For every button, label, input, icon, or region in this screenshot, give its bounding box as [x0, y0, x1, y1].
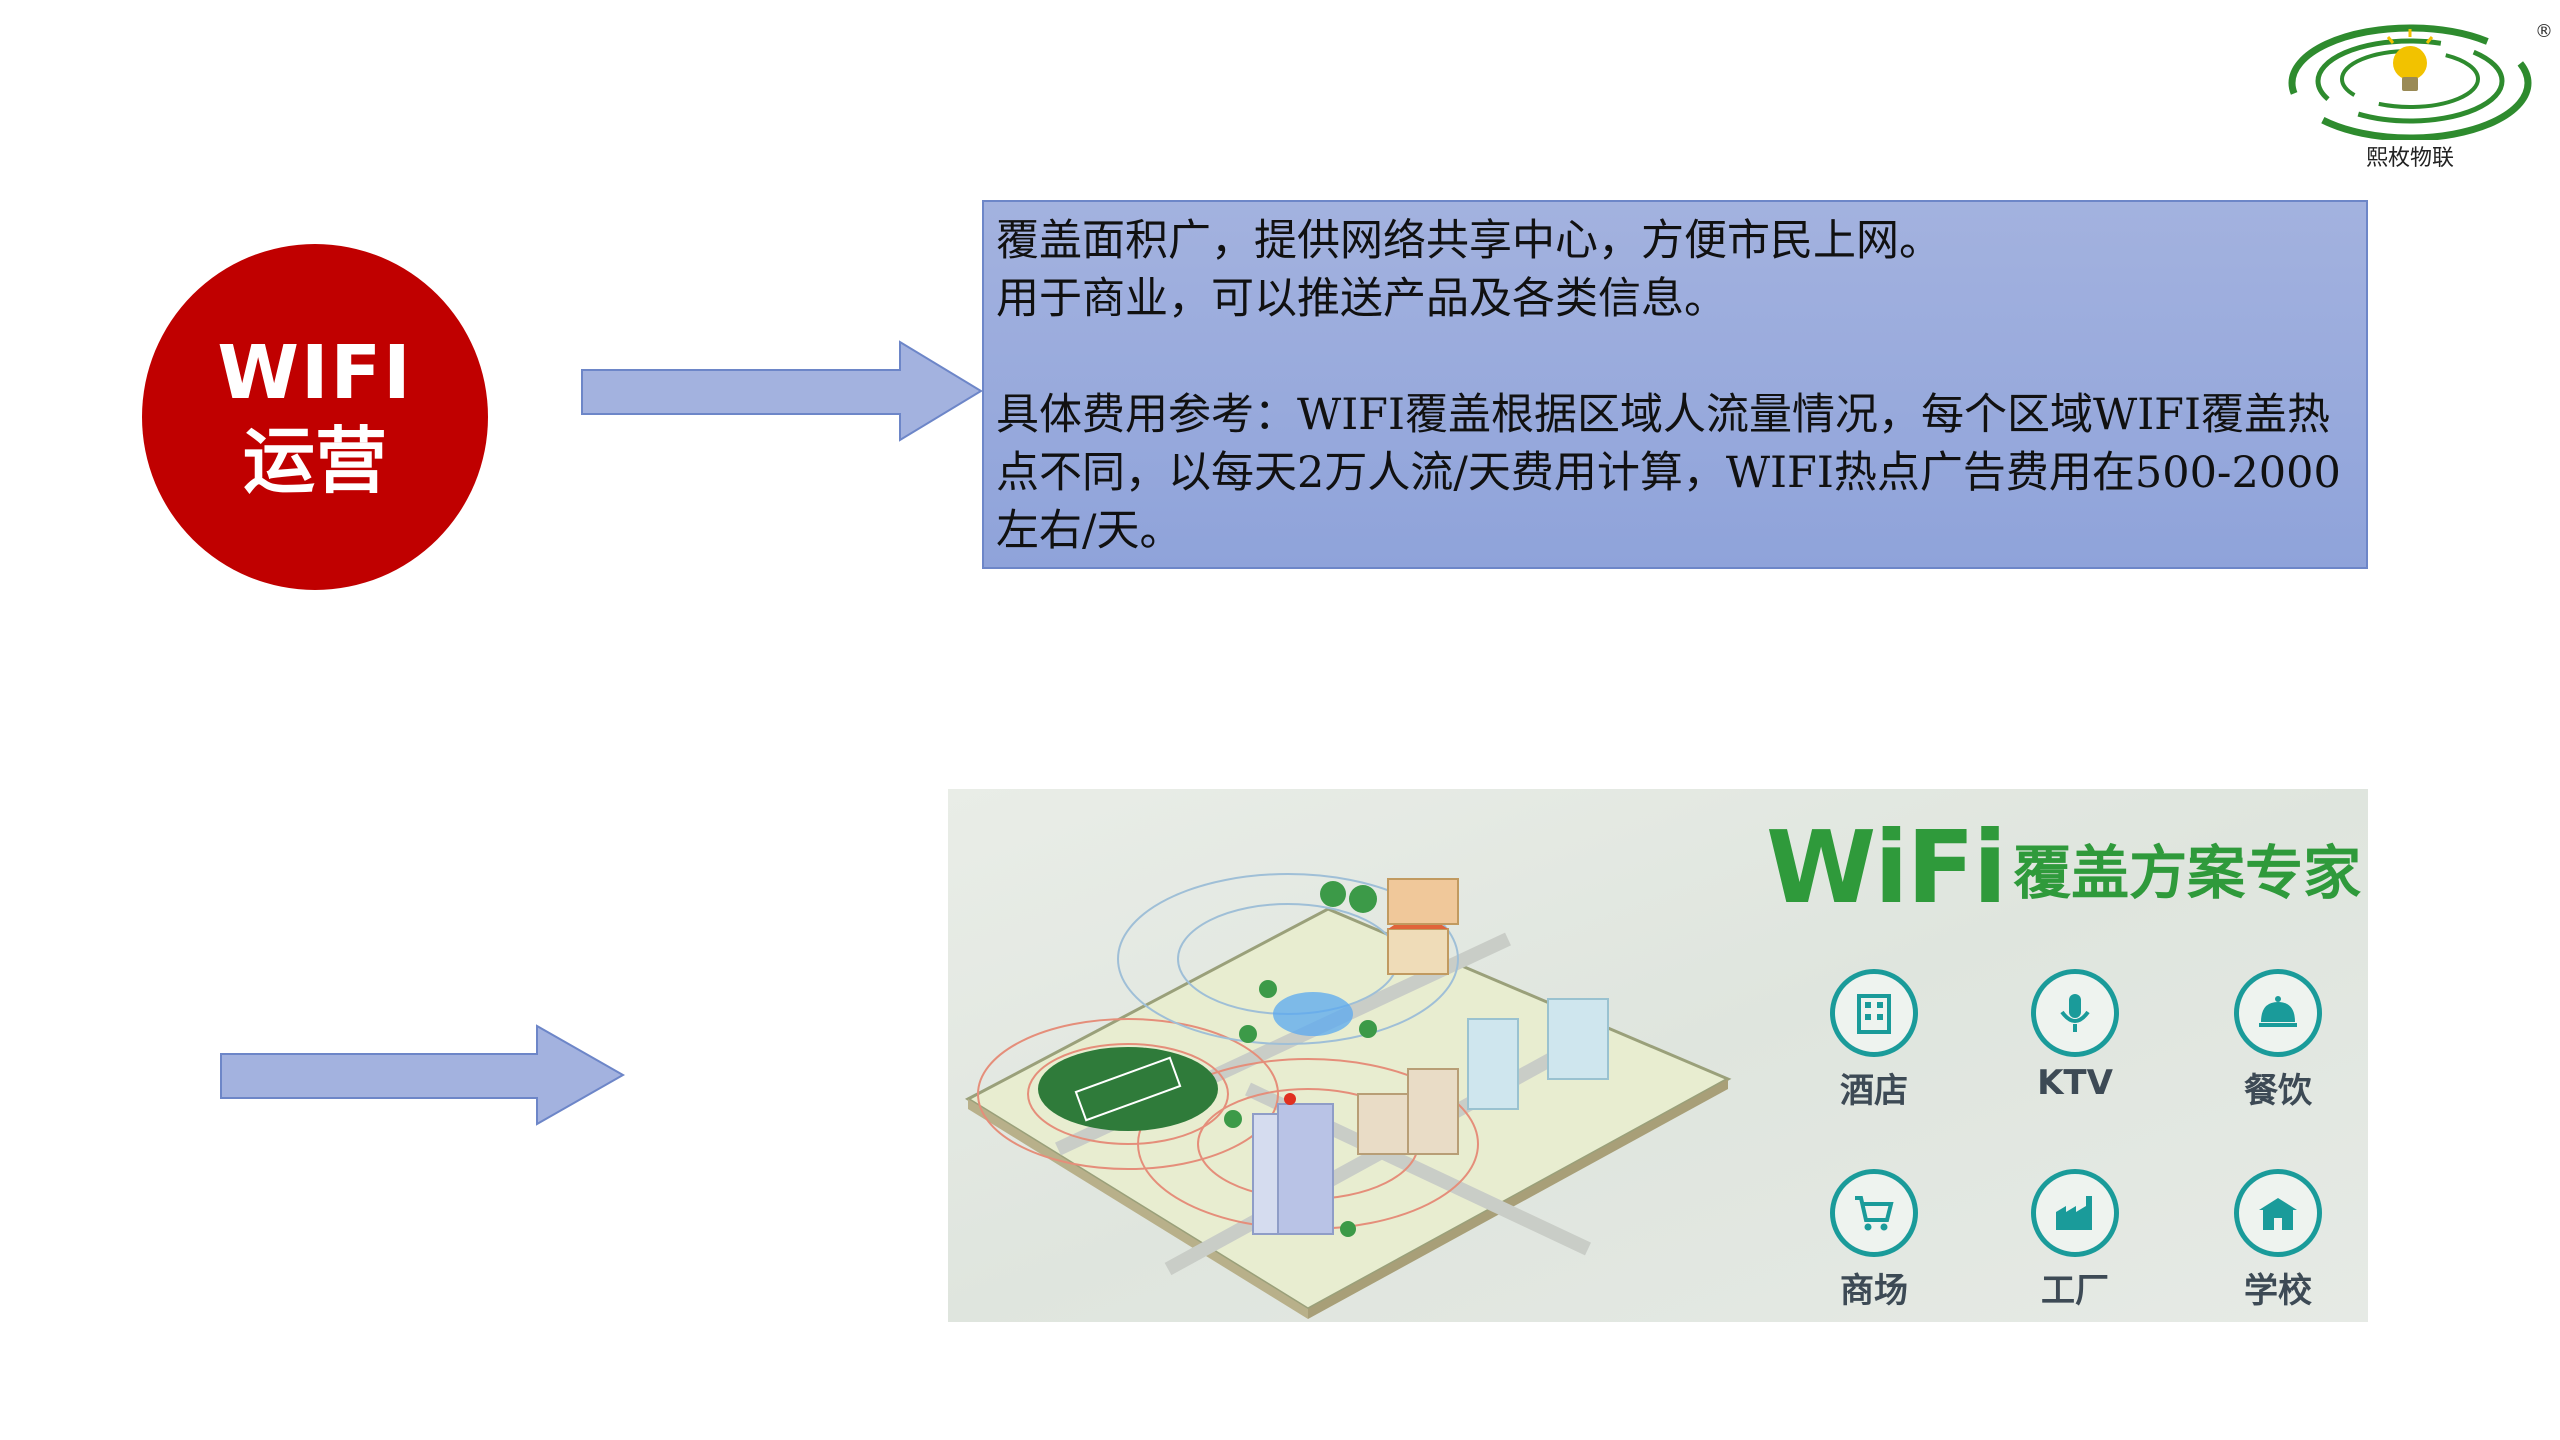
city-coverage-illustration [964, 873, 1732, 1319]
category-hotel: 酒店 [1809, 969, 1939, 1112]
hotel-icon [1830, 969, 1918, 1057]
logo-mark-icon [2288, 24, 2532, 140]
category-label: KTV [2037, 1063, 2113, 1103]
category-label: 餐饮 [2244, 1071, 2312, 1111]
arrow-right-icon [581, 340, 983, 442]
category-dining: 餐饮 [2213, 969, 2343, 1112]
wifi-description-box: 覆盖面积广，提供网络共享中心，方便市民上网。 用于商业，可以推送产品及各类信息。… [982, 200, 2368, 569]
category-school: 学校 [2213, 1169, 2343, 1312]
category-mall: 商场 [1809, 1169, 1939, 1312]
panel-subtitle: 覆盖方案专家 [2013, 838, 2362, 907]
category-label: 商场 [1840, 1271, 1908, 1311]
arrow-right-icon [220, 1024, 626, 1126]
category-label: 酒店 [1840, 1071, 1908, 1111]
badge-line-1: WIFI [217, 330, 413, 416]
category-label: 学校 [2244, 1271, 2312, 1311]
wifi-operation-badge: WIFI 运营 [142, 244, 488, 590]
microphone-icon [2031, 969, 2119, 1057]
category-factory: 工厂 [2010, 1169, 2140, 1312]
logo-name: 熙枚物联 [2365, 146, 2454, 171]
dining-cloche-icon [2234, 969, 2322, 1057]
registered-mark: ® [2535, 21, 2553, 42]
school-icon [2234, 1169, 2322, 1257]
info-line-coverage: 覆盖面积广，提供网络共享中心，方便市民上网。 [996, 216, 1942, 266]
panel-brand: WiFi [1766, 809, 2007, 926]
shopping-cart-icon [1830, 1169, 1918, 1257]
company-logo: ® 熙枚物联 [2285, 15, 2555, 171]
badge-line-2: 运营 [242, 419, 387, 503]
info-line-commercial: 用于商业，可以推送产品及各类信息。 [996, 274, 1727, 324]
category-label: 工厂 [2041, 1271, 2109, 1311]
factory-icon [2031, 1169, 2119, 1257]
category-ktv: KTV [2010, 969, 2140, 1103]
info-line-pricing: 具体费用参考：WIFI覆盖根据区域人流量情况，每个区域WIFI覆盖热点不同，以每… [996, 390, 2341, 556]
